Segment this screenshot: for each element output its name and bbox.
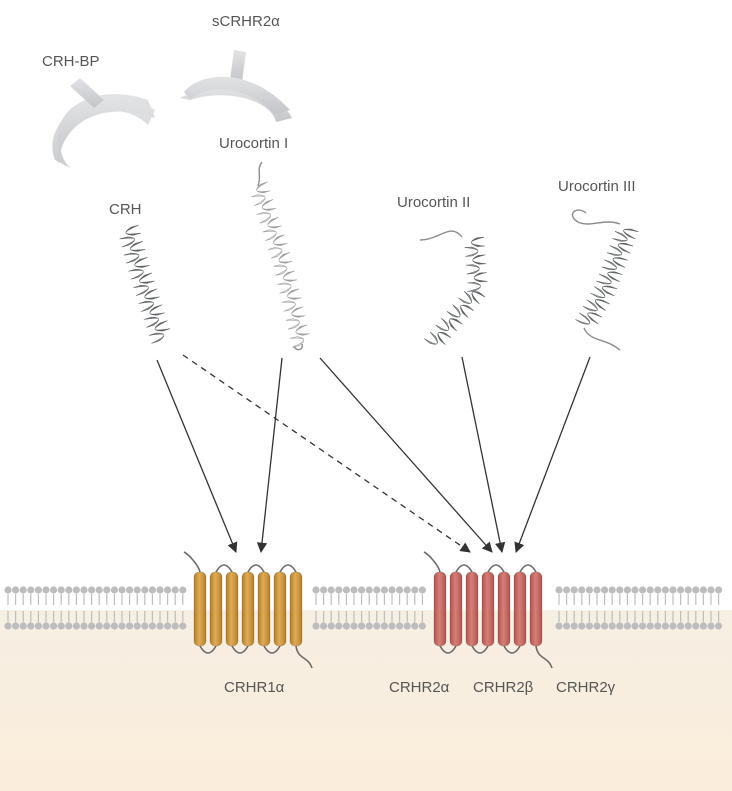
label-crhr1a: CRHR1α	[224, 679, 285, 696]
cytoplasm	[0, 610, 732, 791]
crhr2-receptor	[423, 551, 553, 669]
arrow-uro1-to-crhr1	[256, 357, 283, 554]
arrow-crh-to-crhr1	[156, 359, 238, 553]
binding-arrows	[156, 354, 591, 554]
arrow-uro2-to-crhr2	[461, 356, 506, 554]
label-urocortin-3: Urocortin III	[558, 178, 636, 195]
lipid-bilayer	[4, 586, 723, 630]
urocortin-2-helix	[419, 230, 488, 345]
crh-bp-protein	[52, 78, 156, 168]
label-urocortin-2: Urocortin II	[397, 194, 471, 211]
crh-helix	[119, 224, 170, 344]
arrow-uro3-to-crhr2	[514, 356, 591, 553]
label-crhr2a: CRHR2α	[389, 679, 450, 696]
urocortin-1-helix	[251, 161, 310, 351]
arrow-uro1-to-crhr2	[319, 357, 493, 553]
urocortin-3-helix	[571, 209, 639, 351]
label-crh: CRH	[109, 201, 142, 218]
label-crhr2g: CRHR2γ	[556, 679, 616, 696]
crhr1a-receptor	[183, 551, 313, 669]
label-crhr2b: CRHR2β	[473, 679, 534, 696]
label-scrhr2a: sCRHR2α	[212, 13, 280, 30]
arrow-crh-to-crhr2-dashed	[182, 354, 471, 553]
scrhr2a-protein	[180, 50, 292, 122]
label-urocortin-1: Urocortin I	[219, 135, 289, 152]
label-crh-bp: CRH-BP	[42, 53, 100, 70]
